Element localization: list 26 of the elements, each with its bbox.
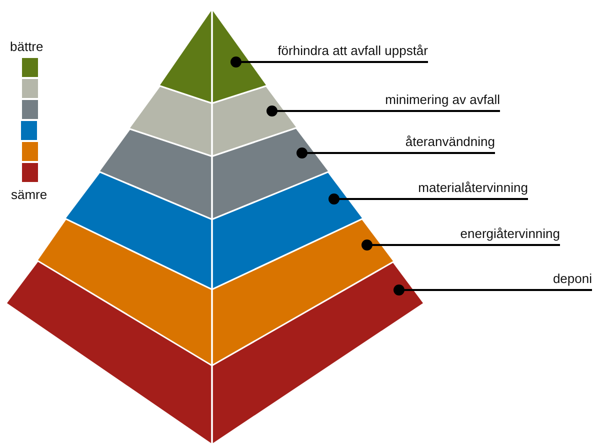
leader-line: [296, 148, 495, 158]
leader-line: [266, 106, 500, 116]
level-label: energiåtervinning: [460, 225, 560, 242]
pyramid-level: [160, 11, 266, 102]
level-label: återanvändning: [405, 133, 495, 150]
level-label: materialåtervinning: [418, 179, 528, 196]
pyramid-level: [7, 262, 423, 444]
pyramid-level: [130, 86, 296, 156]
leader-line: [328, 194, 528, 204]
level-label: förhindra att avfall uppstår: [278, 42, 428, 59]
scale-label: bättre: [10, 38, 44, 55]
leader-line: [394, 284, 592, 296]
color-swatch: [22, 100, 38, 119]
color-swatch: [22, 79, 38, 98]
scale-label: sämre: [11, 186, 48, 203]
pyramid-level: [66, 172, 362, 288]
pyramid-level: [38, 220, 393, 364]
leader-line: [362, 240, 560, 250]
color-swatch: [21, 121, 37, 140]
level-label: minimering av avfall: [385, 91, 500, 108]
color-swatch: [22, 142, 38, 161]
pyramid-level: [100, 128, 328, 218]
color-swatch: [22, 163, 38, 182]
leader-line: [230, 56, 428, 68]
level-label: deponi: [552, 270, 592, 287]
color-swatch: [22, 58, 38, 77]
